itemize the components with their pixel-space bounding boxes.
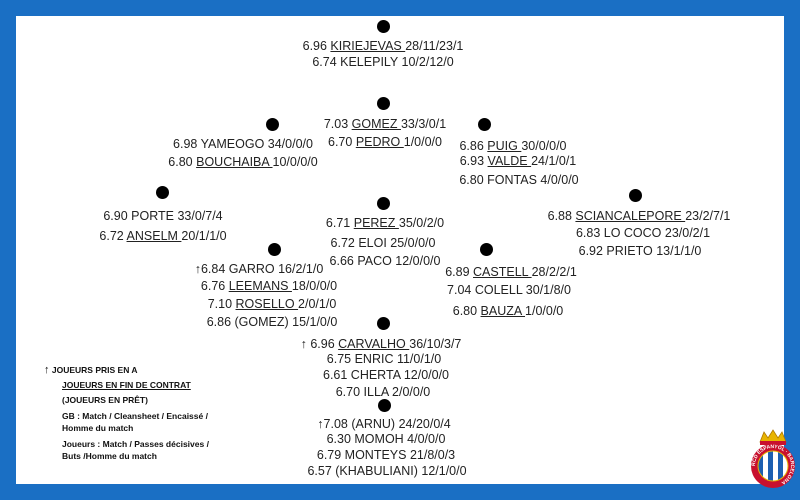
player-line: 6.61 CHERTA 12/0/0/0 (322, 368, 450, 382)
player-line: 6.80 BAUZA 1/0/0/0 (452, 304, 564, 318)
player-dot (377, 197, 390, 210)
player-line: 6.86 (GOMEZ) 15/1/0/0 (206, 315, 338, 329)
legend-line: Joueurs : Match / Passes décisives / (62, 439, 209, 449)
player-line: 6.74 KELEPILY 10/2/12/0 (312, 55, 454, 69)
legend-line: ↑ JOUEURS PRIS EN A (44, 364, 138, 376)
legend-line: Homme du match (62, 423, 134, 433)
player-line: ↑ 6.96 CARVALHO 36/10/3/7 (300, 337, 462, 351)
player-dot (377, 20, 390, 33)
player-dot (268, 243, 281, 256)
player-dot (377, 317, 390, 330)
player-line: 7.03 GOMEZ 33/3/0/1 (323, 117, 447, 131)
legend: ↑ JOUEURS PRIS EN A JOUEURS EN FIN DE CO… (44, 364, 209, 462)
player-dot (480, 243, 493, 256)
player-line: 6.80 FONTAS 4/0/0/0 (459, 173, 579, 187)
player-line: 6.79 MONTEYS 21/8/0/3 (316, 448, 456, 462)
player-dot (266, 118, 279, 131)
player-line: 6.89 CASTELL 28/2/2/1 (445, 265, 577, 279)
player-line: 6.70 ILLA 2/0/0/0 (335, 385, 431, 399)
arrow-icon: ↑ (194, 262, 201, 276)
player-line: ↑7.08 (ARNU) 24/20/0/4 (317, 417, 451, 431)
player-line: 6.71 PEREZ 35/0/2/0 (325, 216, 445, 230)
player-line: 6.83 LO COCO 23/0/2/1 (575, 226, 711, 240)
player-line: 6.76 LEEMANS 18/0/0/0 (200, 279, 338, 293)
player-dot (629, 189, 642, 202)
player-dot (156, 186, 169, 199)
player-line: 6.30 MOMOH 4/0/0/0 (326, 432, 446, 446)
formation-board: 6.96 KIRIEJEVAS 28/11/23/1 6.74 KELEPILY… (16, 16, 784, 484)
player-dot (478, 118, 491, 131)
player-line: 6.75 ENRIC 11/0/1/0 (326, 352, 442, 366)
legend-line: GB : Match / Cleansheet / Encaissé / (62, 411, 208, 421)
player-dot (378, 399, 391, 412)
player-line: ↑6.84 GARRO 16/2/1/0 (194, 262, 324, 276)
player-line: 6.86 PUIG 30/0/0/0 (459, 139, 567, 153)
arrow-icon: ↑ (300, 337, 307, 351)
player-line: 6.93 VALDE 24/1/0/1 (459, 154, 577, 168)
player-line: 6.66 PACO 12/0/0/0 (329, 254, 441, 268)
player-line: 6.72 ANSELM 20/1/1/0 (99, 229, 227, 243)
player-line: 6.96 KIRIEJEVAS 28/11/23/1 (302, 39, 464, 53)
legend-line: JOUEURS EN FIN DE CONTRAT (62, 380, 191, 390)
arrow-icon: ↑ (317, 417, 324, 431)
arrow-icon: ↑ (44, 364, 50, 376)
player-line: 6.57 (KHABULIANI) 12/1/0/0 (307, 464, 467, 478)
legend-line: Buts /Homme du match (62, 451, 157, 461)
player-line: 6.80 BOUCHAIBA 10/0/0/0 (168, 155, 318, 169)
player-line: 6.90 PORTE 33/0/7/4 (103, 209, 223, 223)
player-line: 6.98 YAMEOGO 34/0/0/0 (173, 137, 313, 151)
player-line: 6.88 SCIANCALEPORE 23/2/7/1 (547, 209, 731, 223)
player-line: 6.70 PEDRO 1/0/0/0 (328, 135, 442, 149)
player-dot (377, 97, 390, 110)
espanyol-crest-logo: RCD ESPANYOL · BARCELONA (751, 429, 795, 488)
player-line: 7.04 COLELL 30/1/8/0 (447, 283, 571, 297)
player-line: 6.92 PRIETO 13/1/1/0 (578, 244, 702, 258)
player-line: 6.72 ELOI 25/0/0/0 (330, 236, 436, 250)
legend-line: (JOUEURS EN PRÊT) (62, 395, 148, 405)
player-line: 7.10 ROSELLO 2/0/1/0 (207, 297, 337, 311)
